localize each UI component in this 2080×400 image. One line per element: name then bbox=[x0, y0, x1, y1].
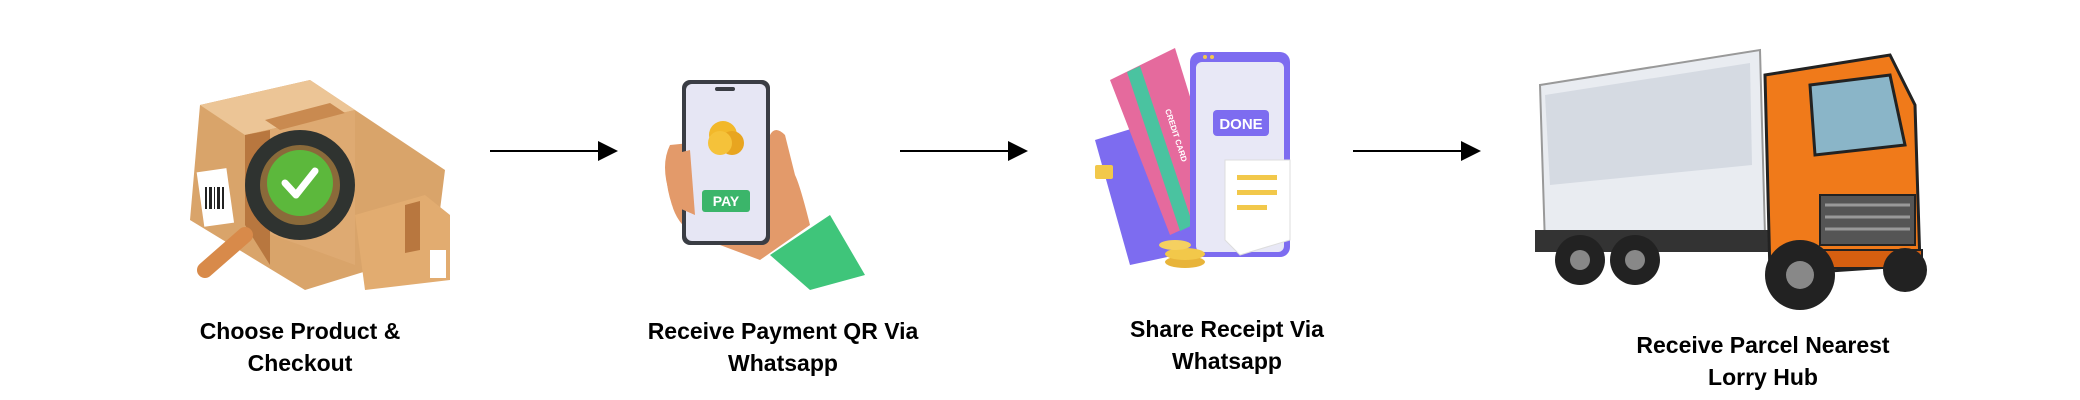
receipt-cards-icon: CREDIT CARD DONE bbox=[1095, 48, 1291, 268]
step-label-line: Whatsapp bbox=[1172, 348, 1282, 374]
step-label-receive-parcel: Receive Parcel Nearest Lorry Hub bbox=[1583, 329, 1943, 393]
arrow-right-icon bbox=[1353, 141, 1481, 161]
arrow-right-icon bbox=[900, 141, 1028, 161]
step-label-line: Receive Parcel Nearest bbox=[1636, 332, 1890, 358]
step-label-line: Checkout bbox=[247, 350, 353, 376]
arrow-right-icon bbox=[490, 141, 618, 161]
step-label-line: Lorry Hub bbox=[1708, 364, 1818, 390]
step-label-choose-product: Choose Product & Checkout bbox=[120, 315, 480, 379]
step-label-receive-payment: Receive Payment QR Via Whatsapp bbox=[603, 315, 963, 379]
step-label-line: Whatsapp bbox=[728, 350, 838, 376]
pay-button: PAY bbox=[713, 193, 740, 209]
step-label-share-receipt: Share Receipt Via Whatsapp bbox=[1047, 313, 1407, 377]
package-check-icon bbox=[190, 80, 450, 290]
step-label-line: Choose Product & bbox=[199, 318, 401, 344]
step-label-line: Share Receipt Via bbox=[1130, 316, 1324, 342]
step-label-line: Receive Payment QR Via bbox=[647, 318, 919, 344]
done-button: DONE bbox=[1219, 116, 1262, 133]
lorry-truck-icon bbox=[1535, 48, 1927, 310]
phone-payment-icon: PAY bbox=[665, 80, 865, 290]
